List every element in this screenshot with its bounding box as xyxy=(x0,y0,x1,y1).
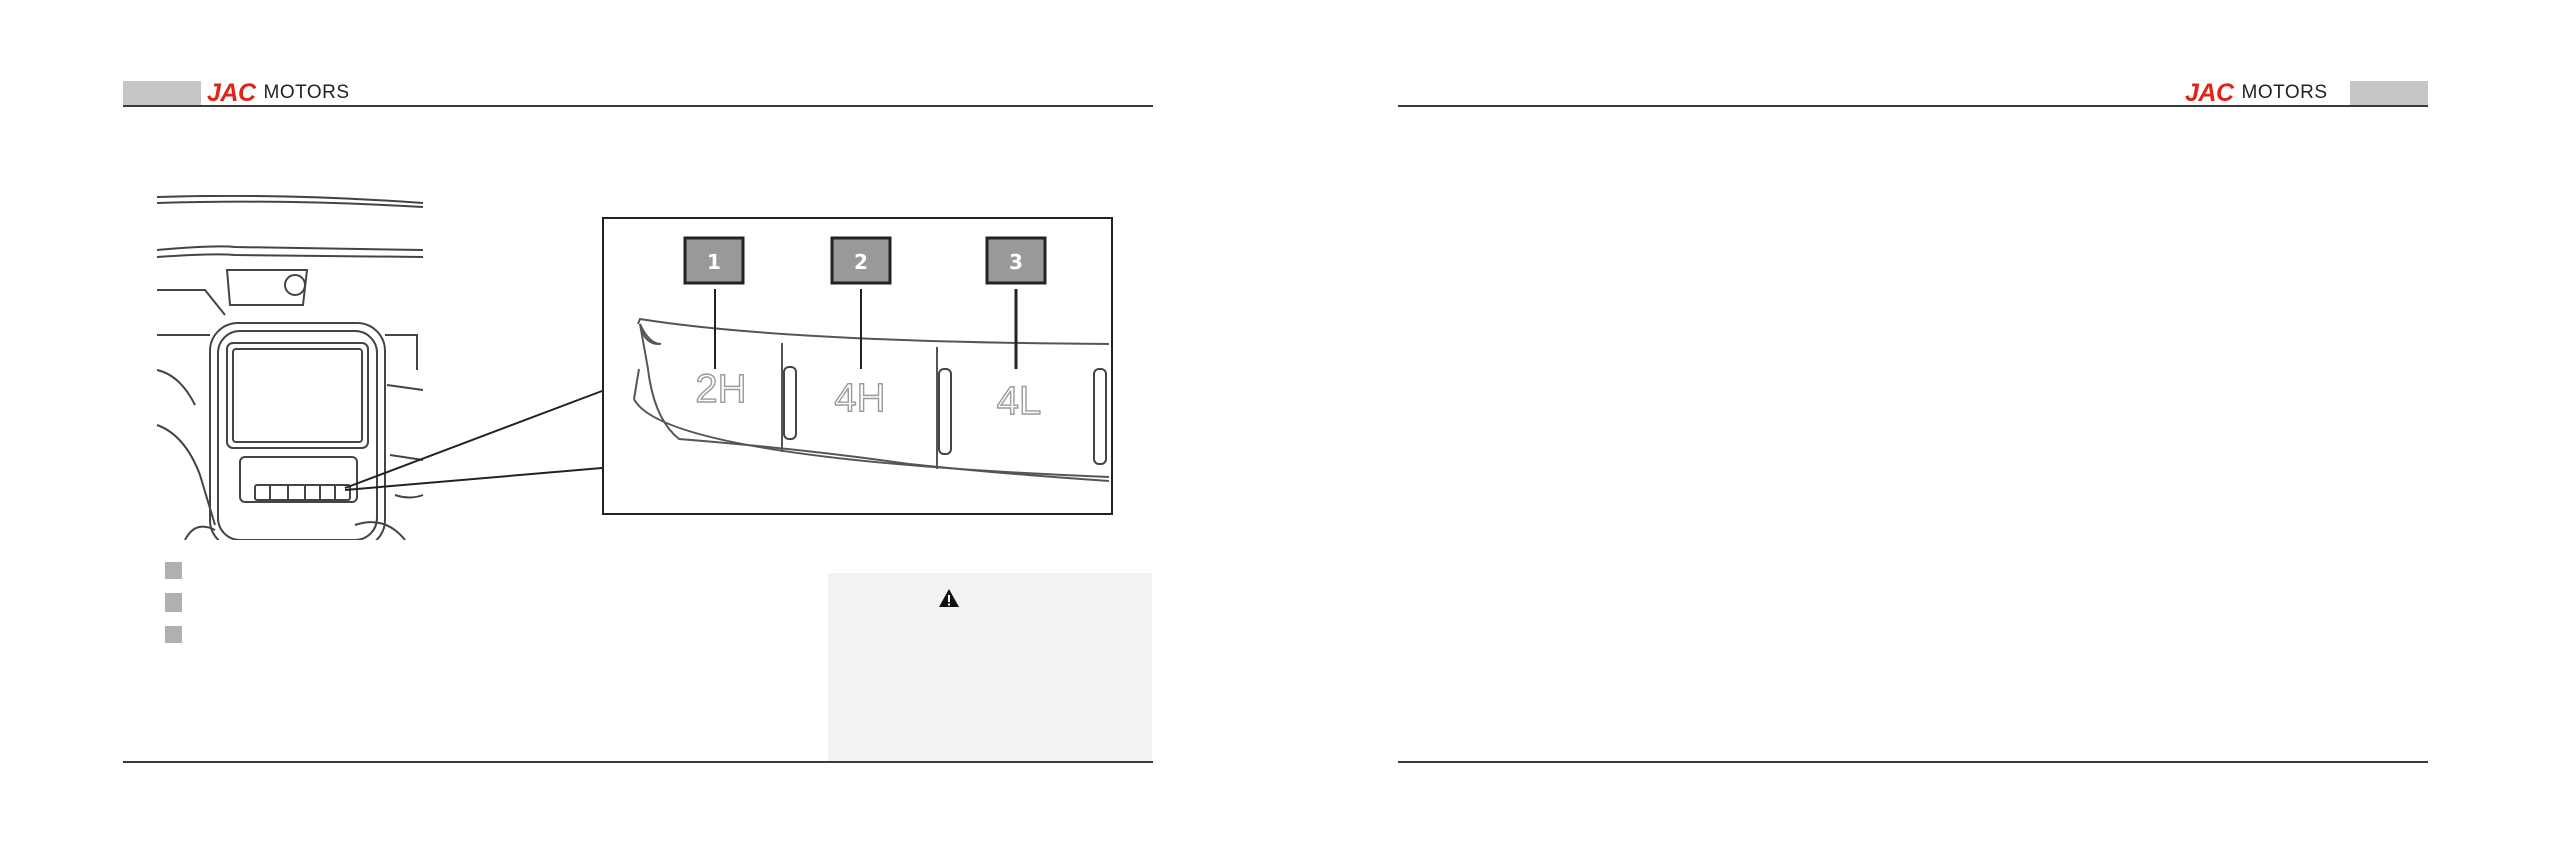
selector-label-2h: 2H xyxy=(695,367,746,411)
legend-bullet-2 xyxy=(165,593,182,612)
logo-motors-text-right: MOTORS xyxy=(2241,82,2328,103)
logo-jac-text-right: JAC xyxy=(2185,78,2234,107)
footer-rule-right xyxy=(1398,761,2428,763)
footer-rule xyxy=(123,761,1153,763)
header-rule-right xyxy=(1398,105,2428,107)
selector-label-4h: 4H xyxy=(834,376,885,420)
legend-bullet-1 xyxy=(165,562,182,579)
dashboard-illustration xyxy=(156,195,424,540)
brand-logo-right: JAC MOTORS xyxy=(2185,78,2328,107)
warning-triangle-icon xyxy=(939,589,959,607)
callout-number-3: 3 xyxy=(1009,250,1023,274)
logo-jac-text: JAC xyxy=(207,78,256,107)
header-gray-tab-right xyxy=(2350,81,2428,105)
right-page: JAC MOTORS xyxy=(1275,0,2550,862)
header-rule xyxy=(123,105,1153,107)
callout-1: 1 xyxy=(683,236,745,369)
brand-logo: JAC MOTORS xyxy=(207,78,350,107)
callout-number-2: 2 xyxy=(854,250,868,274)
selector-label-4l: 4L xyxy=(997,379,1042,423)
callout-number-1: 1 xyxy=(707,250,721,274)
left-page: JAC MOTORS xyxy=(123,78,1153,763)
callout-3: 3 xyxy=(985,236,1047,369)
logo-motors-text: MOTORS xyxy=(263,82,350,103)
header-gray-tab xyxy=(123,81,201,105)
drive-selector-callout: 1 2 3 2H 4H 4L xyxy=(602,217,1113,515)
leader-lines xyxy=(344,390,603,491)
legend-bullet-3 xyxy=(165,626,182,643)
warning-panel xyxy=(828,573,1152,761)
callout-2: 2 xyxy=(830,236,892,369)
drive-selector-detail: 1 2 3 2H 4H 4L xyxy=(633,236,1110,482)
